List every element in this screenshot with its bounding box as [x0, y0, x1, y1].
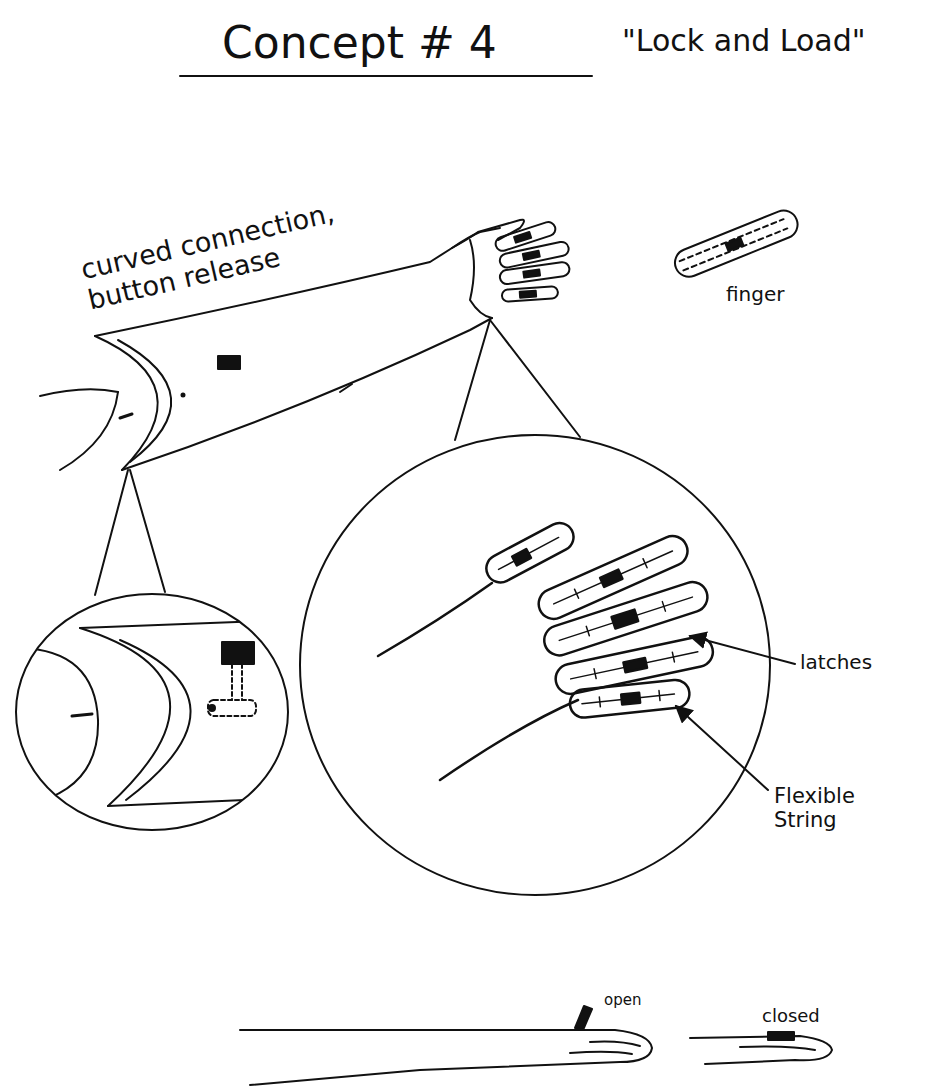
part-label: Flexible String [774, 784, 884, 832]
state-label: open [604, 992, 641, 1009]
string-leader [676, 706, 768, 790]
hand-magnifier [300, 435, 770, 895]
subtitle: "Lock and Load" [622, 24, 866, 59]
latch-leader [690, 636, 795, 664]
connection-magnifier [16, 594, 290, 830]
finger-closed [690, 1032, 832, 1064]
finger-detail [671, 206, 802, 281]
part-label: latches [800, 651, 872, 674]
state-label: closed [762, 1006, 820, 1027]
part-label: finger [726, 283, 785, 306]
title-underline [180, 75, 592, 77]
finger-open [240, 1006, 652, 1085]
title: Concept # 4 [222, 18, 497, 69]
annotation: curved connection, button release [78, 181, 414, 316]
